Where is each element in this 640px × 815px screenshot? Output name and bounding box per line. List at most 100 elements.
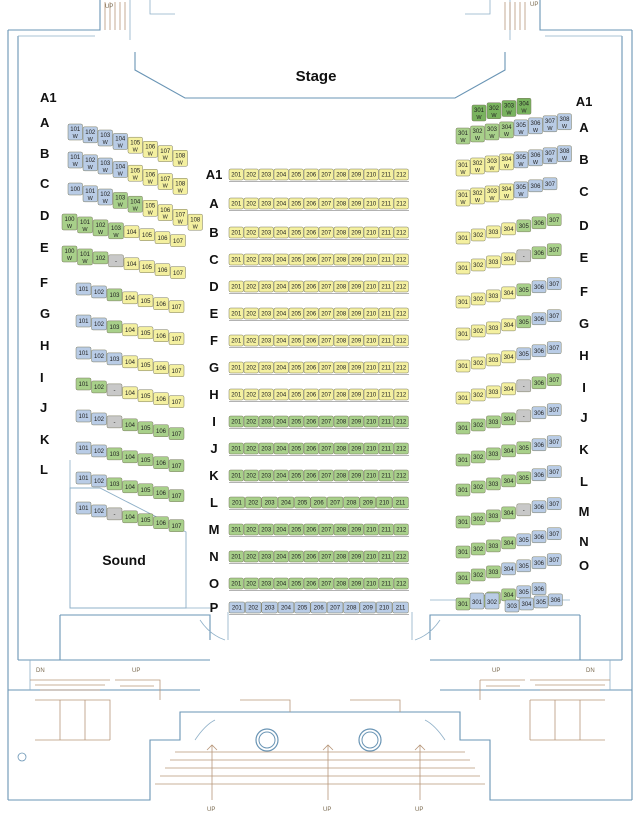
seat-center-l-202[interactable]: 202: [245, 496, 262, 509]
seat-center-b-209[interactable]: 209: [348, 226, 364, 239]
seat-left-i-5[interactable]: 106: [153, 392, 169, 405]
seat-center-d-202[interactable]: 202: [243, 280, 259, 293]
seat-right-j-4[interactable]: -: [516, 409, 532, 423]
seat-center-h-204[interactable]: 204: [273, 388, 289, 401]
seat-center-c-209[interactable]: 209: [348, 253, 364, 266]
seat-center-i-205[interactable]: 205: [288, 415, 304, 428]
seat-right-d-1[interactable]: 302: [470, 228, 486, 242]
seat-center-a1-206[interactable]: 206: [303, 168, 319, 181]
seat-center-o-209[interactable]: 209: [348, 577, 364, 590]
seat-center-d-209[interactable]: 209: [348, 280, 364, 293]
seat-right-d-5[interactable]: 306: [531, 216, 547, 230]
seat-left-extra-0[interactable]: 101: [75, 501, 92, 515]
seat-center-a1-209[interactable]: 209: [348, 168, 364, 181]
seat-right-g-6[interactable]: 307: [546, 309, 562, 323]
seat-left-e-6[interactable]: 106: [154, 263, 171, 276]
seat-center-d-210[interactable]: 210: [363, 280, 379, 293]
seat-left-h-6[interactable]: 107: [168, 364, 185, 377]
seat-center-k-202[interactable]: 202: [243, 469, 259, 482]
seat-right-n-2[interactable]: 303: [486, 539, 501, 553]
seat-center-p-207[interactable]: 207: [326, 601, 344, 614]
seat-left-f-2[interactable]: 103: [106, 288, 123, 302]
seat-center-b-201[interactable]: 201: [228, 226, 244, 239]
seat-center-b-210[interactable]: 210: [363, 226, 379, 239]
seat-left-f-0[interactable]: 101: [75, 282, 92, 296]
seat-center-a-211[interactable]: 211: [378, 197, 394, 210]
seat-center-a1-211[interactable]: 211: [378, 168, 394, 181]
seat-left-l-6[interactable]: 107: [168, 489, 185, 502]
seat-right-f-1[interactable]: 302: [470, 292, 486, 306]
seat-left-h-3[interactable]: 104: [122, 355, 138, 369]
seat-center-o-204[interactable]: 204: [273, 577, 289, 590]
seat-center-b-211[interactable]: 211: [378, 226, 394, 239]
seat-left-k-4[interactable]: 105: [137, 453, 154, 467]
seat-left-e-2[interactable]: 102: [92, 251, 109, 265]
seat-center-l-209[interactable]: 209: [359, 496, 376, 509]
seat-center-c-206[interactable]: 206: [303, 253, 319, 266]
seat-center-h-210[interactable]: 210: [363, 388, 379, 401]
seat-right-i-0[interactable]: 301: [455, 391, 471, 405]
seat-center-a1-205[interactable]: 205: [288, 168, 304, 181]
seat-center-k-206[interactable]: 206: [303, 469, 319, 482]
seat-center-f-204[interactable]: 204: [273, 334, 289, 347]
seat-center-m-201[interactable]: 201: [228, 523, 244, 536]
seat-right-m-3[interactable]: 304: [501, 506, 516, 520]
seat-right-f-3[interactable]: 304: [501, 286, 516, 300]
seat-right-k-5[interactable]: 306: [531, 438, 547, 452]
seat-left-d-6[interactable]: 106: [154, 231, 171, 244]
seat-center-a-210[interactable]: 210: [363, 197, 379, 210]
seat-center-a-202[interactable]: 202: [243, 197, 259, 210]
seat-right-k-1[interactable]: 302: [470, 450, 486, 464]
seat-center-f-208[interactable]: 208: [333, 334, 349, 347]
seat-left-e-3[interactable]: -: [108, 254, 124, 268]
seat-left-g-4[interactable]: 105: [137, 326, 154, 340]
seat-center-b-208[interactable]: 208: [333, 226, 349, 239]
seat-right-j-0[interactable]: 301: [455, 421, 471, 435]
seat-center-i-206[interactable]: 206: [303, 415, 319, 428]
seat-right-m-0[interactable]: 301: [455, 515, 471, 529]
seat-center-i-208[interactable]: 208: [333, 415, 349, 428]
seat-right-m-6[interactable]: 307: [546, 497, 562, 511]
seat-center-l-205[interactable]: 205: [294, 496, 311, 509]
seat-center-i-203[interactable]: 203: [258, 415, 274, 428]
seat-center-l-211[interactable]: 211: [392, 496, 409, 509]
seat-center-b-203[interactable]: 203: [258, 226, 274, 239]
seat-right-g-2[interactable]: 303: [486, 321, 501, 335]
seat-center-g-204[interactable]: 204: [273, 361, 289, 374]
seat-right-o-5[interactable]: 306: [531, 556, 547, 570]
seat-center-j-207[interactable]: 207: [318, 442, 334, 455]
seat-left-l-0[interactable]: 101: [75, 471, 92, 485]
seat-center-e-206[interactable]: 206: [303, 307, 319, 320]
seat-left-e-5[interactable]: 105: [139, 260, 155, 273]
seat-center-o-202[interactable]: 202: [243, 577, 259, 590]
seat-right-extra-16-4[interactable]: 305: [516, 585, 532, 599]
seat-center-o-207[interactable]: 207: [318, 577, 334, 590]
seat-center-h-212[interactable]: 212: [393, 388, 409, 401]
seat-right-extra-16-5[interactable]: 306: [531, 582, 547, 596]
seat-left-d-4[interactable]: 104: [123, 225, 140, 239]
seat-center-e-201[interactable]: 201: [228, 307, 244, 320]
seat-center-g-201[interactable]: 201: [228, 361, 244, 374]
seat-center-m-207[interactable]: 207: [318, 523, 334, 536]
seat-center-g-203[interactable]: 203: [258, 361, 274, 374]
seat-center-j-205[interactable]: 205: [288, 442, 304, 455]
seat-right-f-0[interactable]: 301: [455, 295, 471, 309]
seat-center-f-202[interactable]: 202: [243, 334, 259, 347]
seat-right-i-6[interactable]: 307: [546, 373, 562, 387]
seat-center-o-206[interactable]: 206: [303, 577, 319, 590]
seat-center-e-207[interactable]: 207: [318, 307, 334, 320]
seat-left-k-3[interactable]: 104: [122, 450, 138, 464]
seat-right-e-6[interactable]: 307: [546, 243, 562, 257]
seat-center-a1-201[interactable]: 201: [228, 168, 244, 181]
